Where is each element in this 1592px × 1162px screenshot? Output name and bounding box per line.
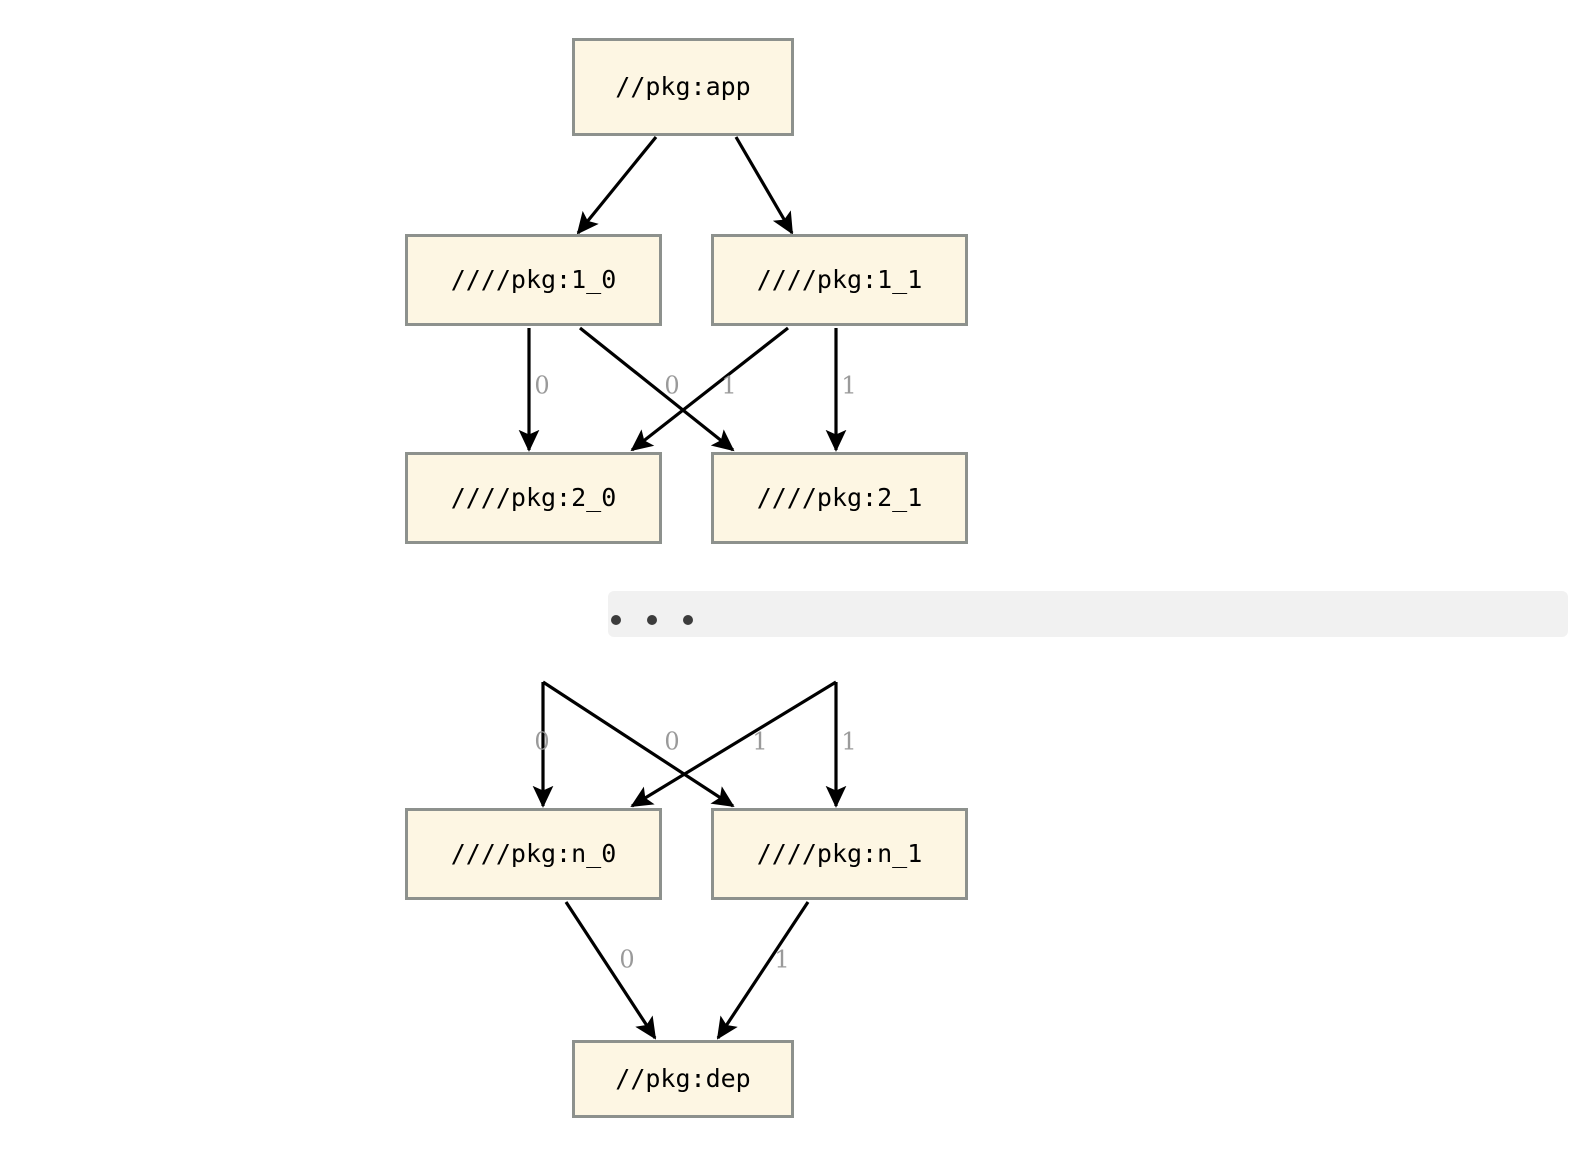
node-box-n2_1[interactable] (711, 452, 968, 544)
ellipsis-dot-2 (647, 615, 657, 625)
edge-label-1_1-to-2_0: 1 (721, 372, 736, 400)
node-app[interactable]: //pkg:app (572, 38, 794, 136)
node-box-nn_0[interactable] (405, 808, 662, 900)
node-n2_1[interactable]: ////pkg:2_1 (711, 452, 968, 544)
edge-label-1_0-to-2_0: 0 (534, 372, 549, 400)
edge-label-n_1-to-dep: 1 (774, 946, 789, 974)
edge-label-prev2-to-n_1: 1 (841, 728, 856, 756)
ellipsis-separator (608, 591, 1568, 637)
edge-app-to-1_1 (734, 136, 794, 235)
edge-prev2-to-n_0-cross (630, 680, 837, 808)
node-n1_1[interactable]: ////pkg:1_1 (711, 234, 968, 326)
edge-label-prev-to-n_1-cross: 0 (664, 728, 679, 756)
node-box-dep[interactable] (572, 1040, 794, 1118)
node-box-n1_1[interactable] (711, 234, 968, 326)
node-label-app: //pkg:app (615, 72, 750, 101)
ellipsis-band (608, 591, 1568, 637)
edge-1_0-to-2_1 (579, 326, 735, 452)
node-box-app[interactable] (572, 38, 794, 136)
node-label-n1_1: ////pkg:1_1 (757, 265, 923, 294)
edge-label-prev-to-n_0: 0 (534, 728, 549, 756)
edge-n_1-to-dep (716, 901, 810, 1040)
edge-label-prev2-to-n_0-cross: 1 (752, 728, 767, 756)
node-label-nn_1: ////pkg:n_1 (757, 839, 923, 868)
node-label-n2_0: ////pkg:2_0 (451, 483, 617, 512)
edge-labels-layer: 0 0 1 1 0 0 1 1 0 1 (534, 372, 856, 974)
edge-label-1_0-to-2_1: 0 (664, 372, 679, 400)
edge-n_0-to-dep (564, 901, 657, 1040)
node-box-nn_1[interactable] (711, 808, 968, 900)
edge-label-n_0-to-dep: 0 (619, 946, 634, 974)
nodes-layer: //pkg:app ////pkg:1_0 ////pkg:1_1 ////pkg:2… (405, 38, 968, 1118)
node-nn_1[interactable]: ////pkg:n_1 (711, 808, 968, 900)
node-dep[interactable]: //pkg:dep (572, 1040, 794, 1118)
edge-prev-to-n_1-cross (542, 680, 735, 808)
edge-1_1-to-2_0 (630, 326, 789, 452)
node-label-dep: //pkg:dep (615, 1064, 750, 1093)
node-label-n2_1: ////pkg:2_1 (757, 483, 923, 512)
node-box-n2_0[interactable] (405, 452, 662, 544)
node-n1_0[interactable]: ////pkg:1_0 (405, 234, 662, 326)
node-box-n1_0[interactable] (405, 234, 662, 326)
node-label-n1_0: ////pkg:1_0 (451, 265, 617, 294)
node-nn_0[interactable]: ////pkg:n_0 (405, 808, 662, 900)
node-n2_0[interactable]: ////pkg:2_0 (405, 452, 662, 544)
ellipsis-dot-1 (611, 615, 621, 625)
edge-label-1_1-to-2_1: 1 (841, 372, 856, 400)
ellipsis-dot-3 (683, 615, 693, 625)
node-label-nn_0: ////pkg:n_0 (451, 839, 617, 868)
edges-layer (518, 135, 847, 1040)
edge-app-to-1_0 (576, 135, 658, 235)
